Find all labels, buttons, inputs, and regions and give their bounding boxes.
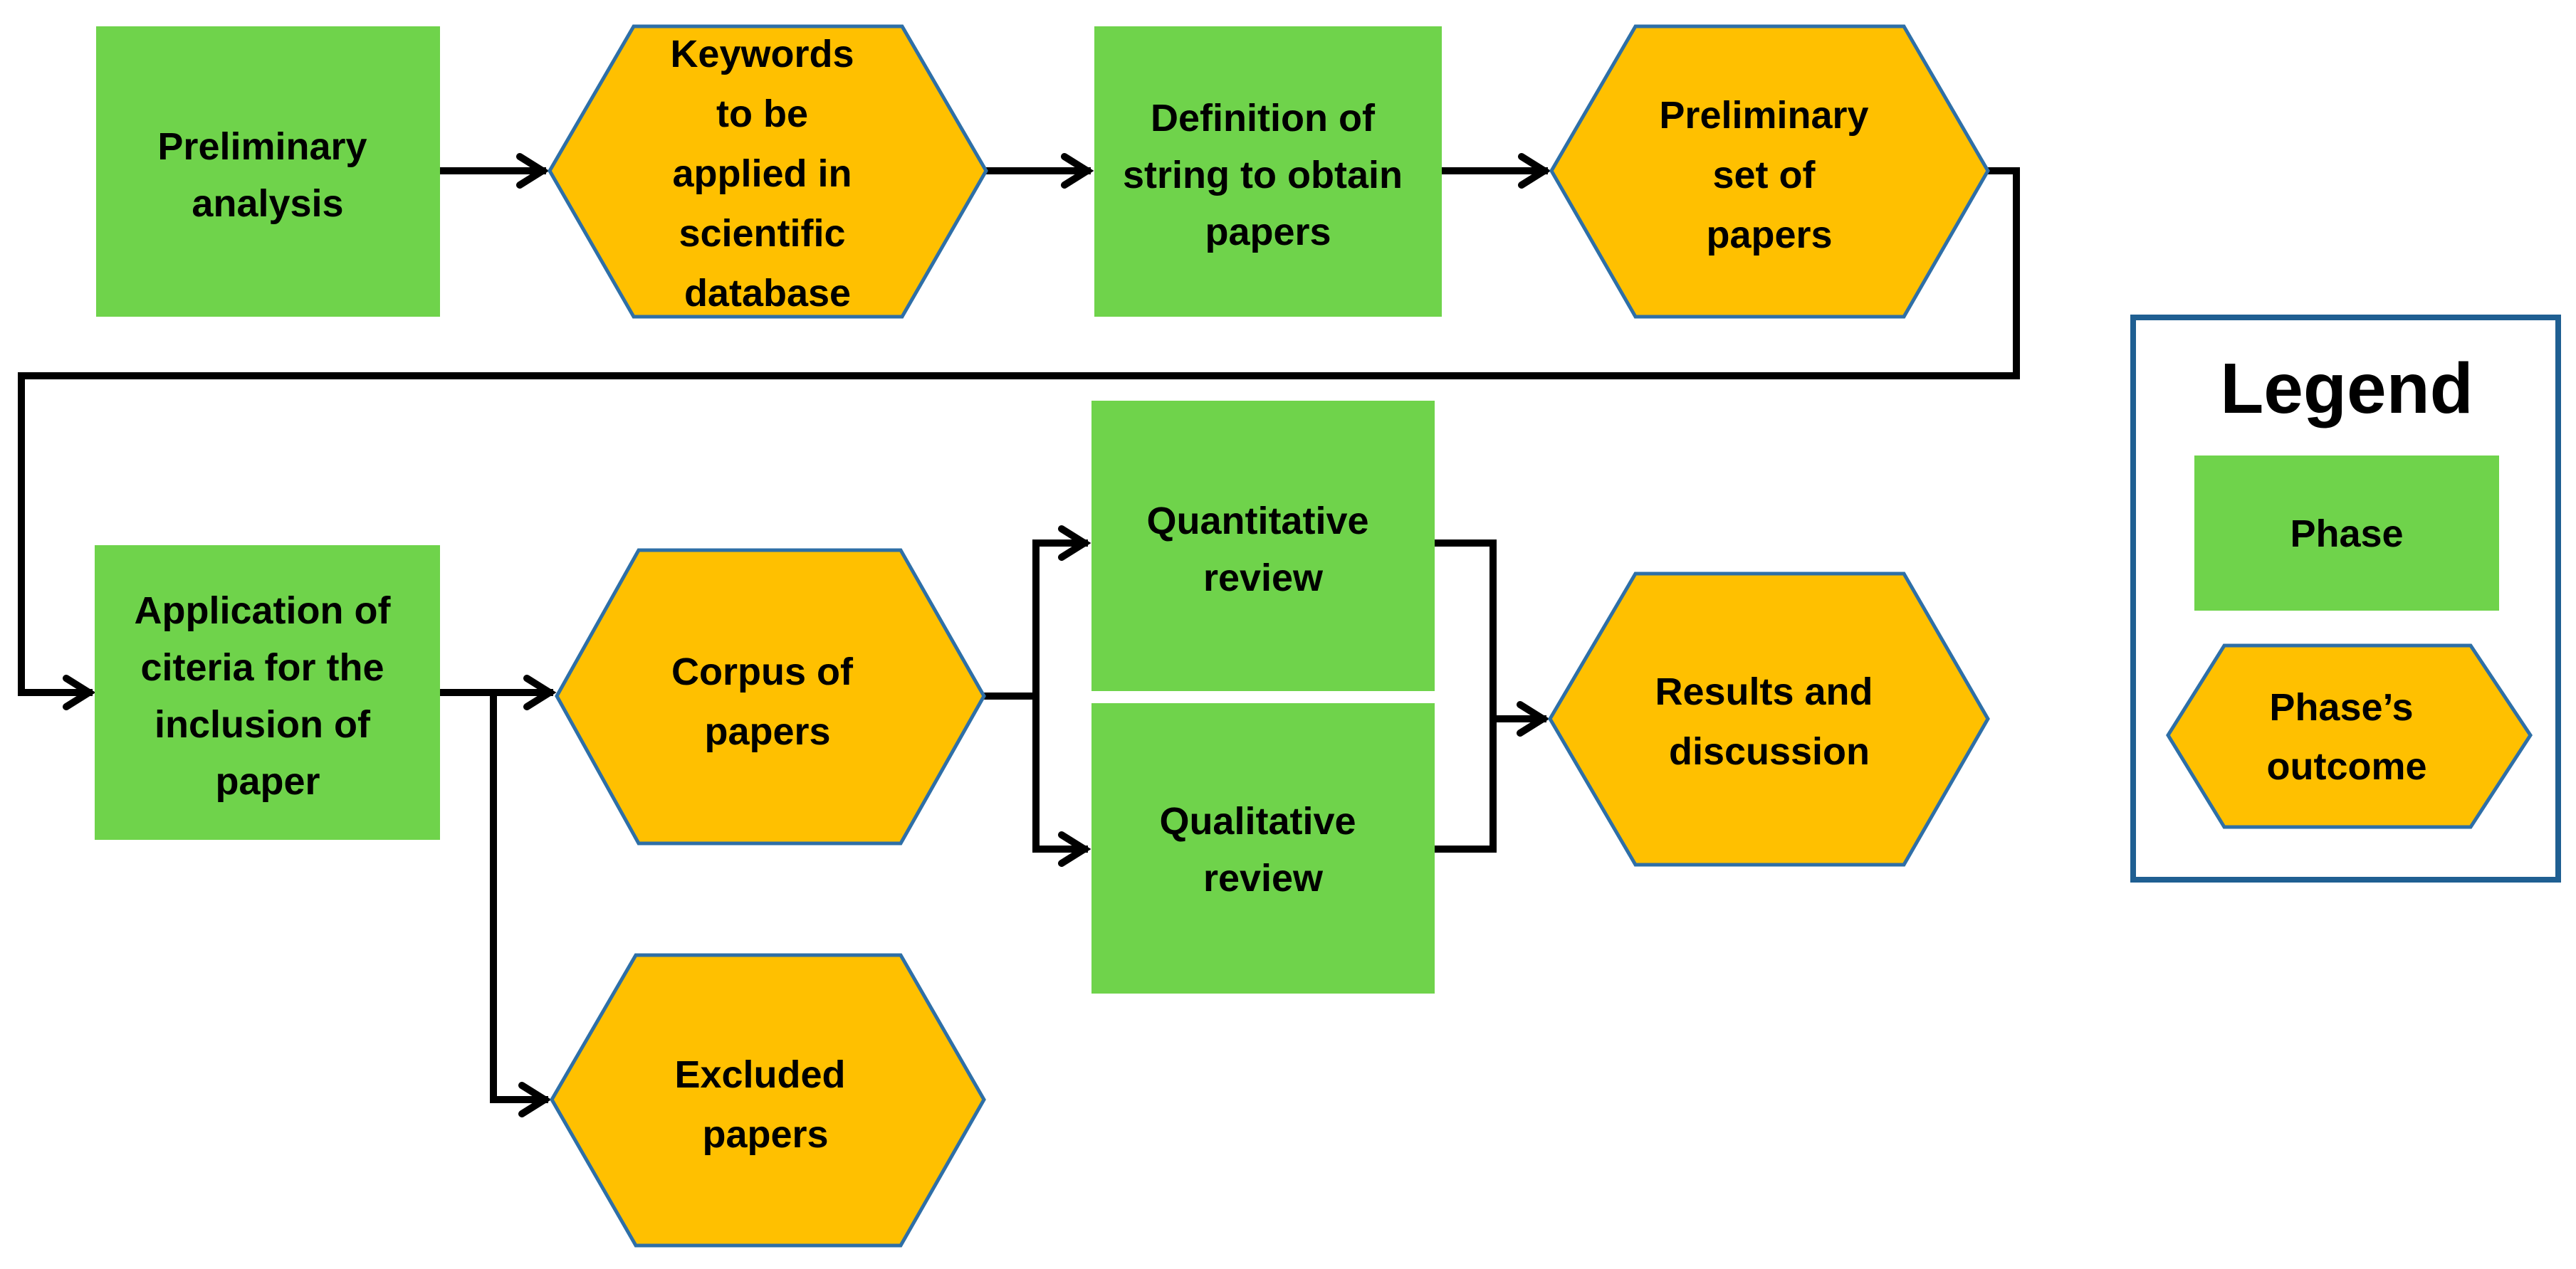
phase-application-of-criteria-label: Application of citeria for the inclusion… (135, 589, 402, 803)
outcome-results-and-discussion: Results and discussion (1548, 572, 1990, 867)
phase-definition-of-string-label: Definition of string to obtain papers (1123, 97, 1413, 253)
legend: Legend Phase Phase’s outcome (2130, 315, 2561, 883)
phase-qualitative-review-label: Qualitative review (1159, 800, 1366, 900)
connector-application-to-excluded (490, 689, 548, 1103)
legend-outcome-label: Phase’s outcome (2266, 686, 2426, 788)
legend-title: Legend (2220, 349, 2473, 428)
phase-preliminary-analysis: Preliminary analysis (96, 26, 440, 317)
phase-qualitative-review: Qualitative review (1091, 703, 1435, 994)
phase-application-of-criteria: Application of citeria for the inclusion… (95, 545, 440, 840)
legend-phase-swatch: Phase (2194, 456, 2499, 611)
arrowhead-quantitative (1058, 525, 1091, 561)
outcome-corpus-of-papers-label: Corpus of papers (671, 651, 864, 753)
connector-corpus-to-quantitative (1032, 539, 1088, 853)
connectors (18, 153, 2020, 1117)
arrowhead-corpus (523, 675, 557, 710)
outcome-preliminary-set: Preliminary set of papers (1549, 24, 1990, 319)
phase-quantitative-review: Quantitative review (1091, 401, 1435, 691)
outcome-excluded-papers: Excluded papers (550, 953, 986, 1248)
arrowhead-application (63, 675, 96, 710)
arrowhead-preliminary-set (1518, 153, 1551, 189)
arrowhead-keywords (516, 153, 550, 189)
arrowhead-excluded (518, 1082, 552, 1117)
outcome-results-and-discussion-label: Results and discussion (1655, 670, 1883, 773)
outcome-corpus-of-papers: Corpus of papers (555, 548, 986, 846)
connector-quantitative-to-results (1431, 539, 1497, 853)
legend-outcome-swatch: Phase’s outcome (2166, 643, 2533, 829)
phase-preliminary-analysis-label: Preliminary analysis (157, 125, 377, 225)
connector-preliminary-set-to-application (18, 167, 2020, 696)
arrowhead-results (1517, 701, 1550, 737)
outcome-keywords-label: Keywords to be applied in scientific dat… (670, 33, 864, 315)
arrowhead-definition (1061, 153, 1094, 189)
phase-quantitative-review-label: Quantitative review (1146, 500, 1379, 599)
legend-phase-label: Phase (2290, 512, 2403, 555)
phase-definition-of-string: Definition of string to obtain papers (1094, 26, 1442, 317)
arrowhead-qualitative (1058, 831, 1091, 867)
outcome-preliminary-set-label: Preliminary set of papers (1659, 94, 1879, 256)
outcome-keywords: Keywords to be applied in scientific dat… (548, 24, 988, 319)
outcome-excluded-papers-label: Excluded papers (674, 1053, 856, 1156)
